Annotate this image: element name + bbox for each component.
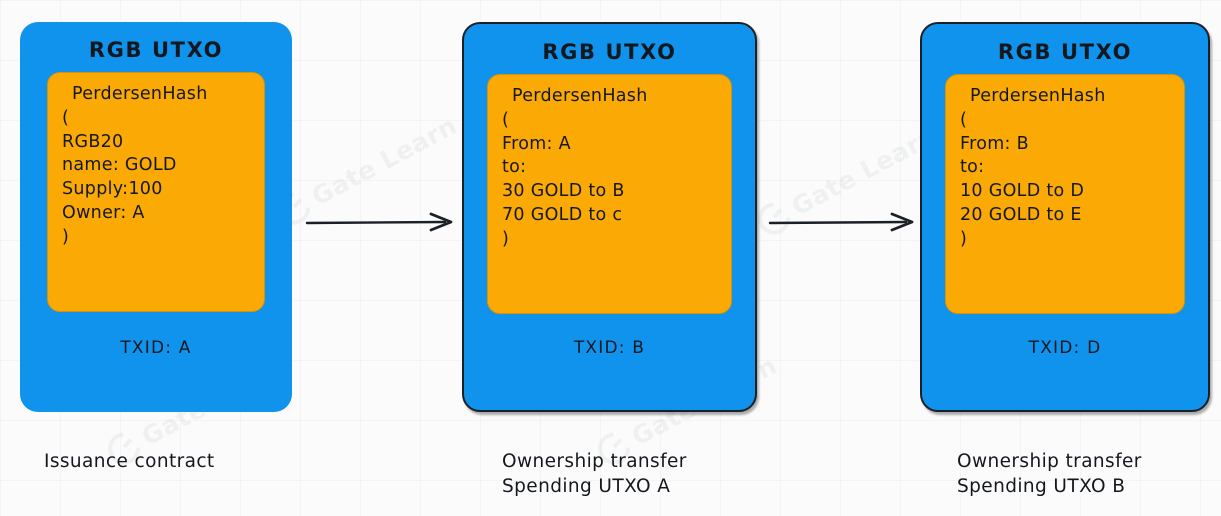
payload-line: to: <box>502 157 527 178</box>
payload-open-paren: ( <box>960 109 968 130</box>
payload-line: From: B <box>960 133 1029 154</box>
payload-line: Supply:100 <box>62 179 163 200</box>
flow-arrow-2 <box>768 206 918 238</box>
caption-line: Ownership transfer <box>957 451 1142 472</box>
caption-line: Issuance contract <box>44 451 215 472</box>
payload-close-paren: ) <box>62 226 70 247</box>
card-txid-label: TXID: B <box>573 338 646 358</box>
payload-hash-label: PerdersenHash <box>72 84 208 104</box>
card-header-title: RGB UTXO <box>997 40 1133 64</box>
payload-line: 30 GOLD to B <box>502 181 625 202</box>
payload-line: to: <box>960 157 985 178</box>
utxo-payload-box: PerdersenHash ( RGB20 name: GOLD Supply:… <box>47 72 265 312</box>
utxo-card-issuance[interactable]: RGB UTXO PerdersenHash ( RGB20 name: GOL… <box>20 22 292 412</box>
caption-issuance: Issuance contract <box>44 449 215 474</box>
payload-hash-label: PerdersenHash <box>512 86 648 106</box>
card-header-title: RGB UTXO <box>88 38 224 62</box>
caption-transfer-a: Ownership transfer Spending UTXO A <box>502 449 687 499</box>
caption-line: Ownership transfer <box>502 451 687 472</box>
payload-close-paren: ) <box>960 228 968 249</box>
payload-open-paren: ( <box>62 107 70 128</box>
caption-transfer-b: Ownership transfer Spending UTXO B <box>957 449 1142 499</box>
watermark-text: Gate Learn <box>306 110 462 211</box>
utxo-payload-box: PerdersenHash ( From: A to: 30 GOLD to B… <box>487 74 732 314</box>
payload-line: 10 GOLD to D <box>960 181 1085 202</box>
caption-line: Spending UTXO A <box>502 476 671 498</box>
payload-line: From: A <box>502 133 571 154</box>
payload-line: Owner: A <box>62 202 145 223</box>
caption-line: Spending UTXO B <box>957 476 1126 498</box>
payload-hash-label: PerdersenHash <box>970 86 1106 106</box>
payload-line: RGB20 <box>62 131 124 152</box>
card-txid-label: TXID: D <box>1028 338 1102 358</box>
flow-arrow-1 <box>305 206 457 238</box>
utxo-card-transfer-b[interactable]: RGB UTXO PerdersenHash ( From: B to: 10 … <box>920 22 1210 412</box>
utxo-card-transfer-a[interactable]: RGB UTXO PerdersenHash ( From: A to: 30 … <box>462 22 757 412</box>
utxo-payload-box: PerdersenHash ( From: B to: 10 GOLD to D… <box>945 74 1185 314</box>
payload-line: 70 GOLD to c <box>502 204 623 225</box>
card-txid-label: TXID: A <box>120 338 192 358</box>
payload-line: 20 GOLD to E <box>960 204 1082 225</box>
payload-open-paren: ( <box>502 109 510 130</box>
payload-close-paren: ) <box>502 228 510 249</box>
payload-line: name: GOLD <box>62 155 177 176</box>
card-header-title: RGB UTXO <box>542 40 677 64</box>
